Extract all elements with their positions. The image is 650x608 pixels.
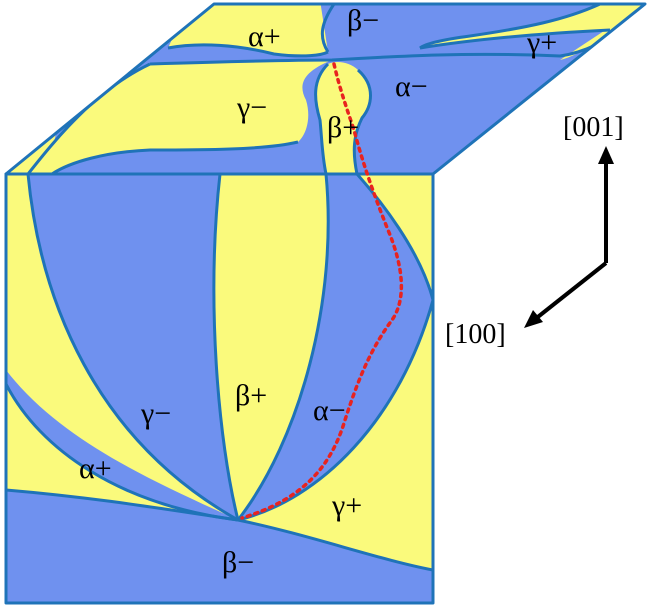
- front-label-beta-minus: β−: [222, 546, 254, 579]
- front-left-yellow-band: [6, 174, 238, 520]
- top-beta-plus-domain: [315, 62, 371, 174]
- top-boundary-9: [419, 4, 601, 50]
- top-label-gamma-minus: γ−: [236, 91, 267, 124]
- front-face: [4, 172, 435, 605]
- front-boundary-2: [212, 174, 240, 521]
- top-label-alpha-minus: α−: [395, 70, 428, 103]
- front-label-gamma-minus: γ−: [140, 397, 171, 430]
- top-alpha-plus-domain: [168, 4, 328, 56]
- front-beta-plus-domain: [213, 174, 329, 520]
- front-boundary-1: [26, 174, 239, 522]
- axis-diagonal-line: [532, 261, 608, 322]
- top-boundary-3: [51, 140, 299, 174]
- axis-vertical-arrowhead: [598, 146, 614, 164]
- axis-label-001: [001]: [563, 112, 624, 143]
- top-label-beta-minus: β−: [347, 4, 379, 37]
- front-label-gamma-plus: γ+: [331, 489, 362, 522]
- top-boundary-6: [352, 68, 372, 174]
- top-boundary-7: [419, 28, 611, 50]
- top-boundary-4: [320, 4, 336, 53]
- top-boundary-5: [314, 62, 330, 174]
- front-boundary-3: [236, 174, 330, 521]
- top-label-alpha-plus: α+: [248, 20, 281, 53]
- axis-diagonal-arrowhead: [524, 310, 543, 328]
- axis-label-100: [100]: [445, 319, 506, 350]
- front-boundary-8: [355, 174, 433, 301]
- front-alpha-plus-domain: [6, 384, 238, 520]
- front-label-beta-plus: β+: [235, 379, 267, 412]
- front-label-alpha-minus: α−: [313, 394, 346, 427]
- top-label-beta-plus: β+: [327, 111, 359, 144]
- top-gamma-plus-extension: [560, 4, 645, 60]
- top-boundary-2: [149, 26, 626, 66]
- front-right-strip: [357, 174, 433, 300]
- axis-indicator: [001] [100]: [445, 112, 624, 350]
- domain-wall-path: [240, 62, 403, 520]
- top-face: [4, 2, 647, 176]
- front-boundary-7: [6, 488, 239, 522]
- front-boundary-6: [237, 518, 433, 572]
- front-face-outline: [4, 172, 435, 605]
- top-left-yellow-band: [28, 60, 332, 174]
- top-label-gamma-plus: γ+: [526, 26, 557, 59]
- top-boundary-1: [167, 43, 329, 58]
- front-label-alpha-plus: α+: [79, 452, 112, 485]
